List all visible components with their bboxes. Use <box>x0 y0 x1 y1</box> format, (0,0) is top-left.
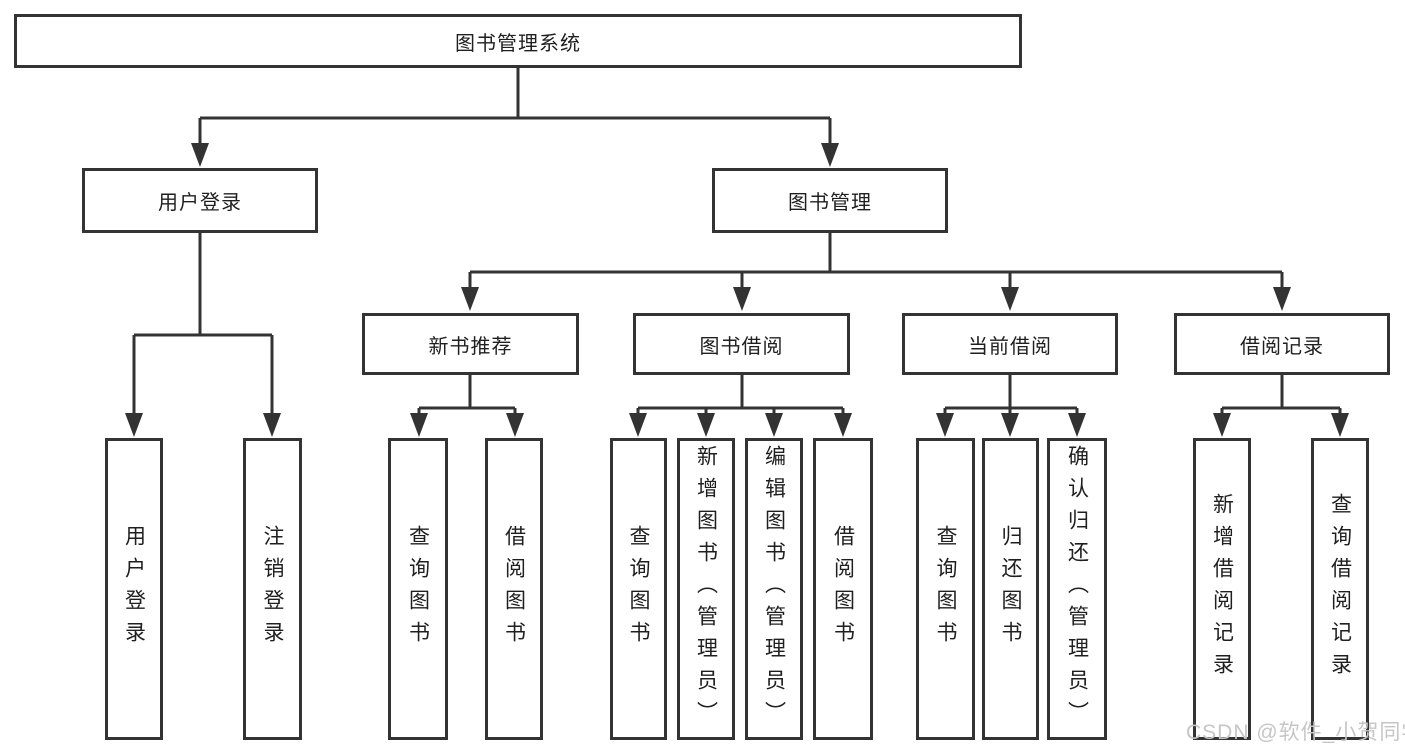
connector-book-borrowing-to-leaves <box>636 375 845 416</box>
leaf-query-borrow-record: 查询借阅记录 <box>1311 438 1369 740</box>
leaf-label: 用户登录 <box>122 525 146 653</box>
connector-root-to-level2 <box>198 68 832 146</box>
leaf-label: 注销登录 <box>261 525 284 653</box>
node-user-login: 用户登录 <box>82 168 318 233</box>
leaf-label: 确认归还（管理员） <box>1065 445 1089 733</box>
leaf-label: 归还图书 <box>999 525 1022 653</box>
leaf-query-books-recommend: 查询图书 <box>388 438 448 740</box>
leaf-label: 查询图书 <box>934 525 957 653</box>
leaf-borrow-books-recommend: 借阅图书 <box>485 438 543 740</box>
node-book-management: 图书管理 <box>712 168 948 233</box>
leaf-add-books-admin: 新增图书（管理员） <box>677 438 735 740</box>
leaf-return-books: 归还图书 <box>982 438 1039 740</box>
leaf-edit-books-admin: 编辑图书（管理员） <box>745 438 803 740</box>
leaf-user-login: 用户登录 <box>105 438 163 740</box>
leaf-label: 借阅图书 <box>502 525 526 653</box>
node-borrowing-records: 借阅记录 <box>1174 313 1390 375</box>
leaf-confirm-return-admin: 确认归还（管理员） <box>1047 438 1107 740</box>
leaf-add-borrow-record: 新增借阅记录 <box>1193 438 1251 740</box>
leaf-logout: 注销登录 <box>243 438 302 740</box>
leaf-label: 新增图书（管理员） <box>694 445 718 733</box>
leaf-label: 借阅图书 <box>831 525 855 653</box>
csdn-watermark: CSDN @软件_小贺同学 <box>1186 721 1405 744</box>
connector-new-book-to-leaves <box>417 375 517 416</box>
leaf-label: 查询图书 <box>627 525 650 653</box>
leaf-label: 编辑图书（管理员） <box>762 445 786 733</box>
connector-current-borrowing-to-leaves <box>943 375 1079 416</box>
leaf-label: 新增借阅记录 <box>1210 493 1234 685</box>
node-book-borrowing: 图书借阅 <box>633 313 850 375</box>
leaf-query-books-borrowing: 查询图书 <box>610 438 667 740</box>
node-current-borrowing: 当前借阅 <box>902 313 1118 375</box>
leaf-query-books-current: 查询图书 <box>916 438 975 740</box>
connector-user-login-to-leaves <box>132 233 274 416</box>
connector-borrow-records-to-leaves <box>1220 375 1342 416</box>
leaf-label: 查询图书 <box>406 525 430 653</box>
leaf-label: 查询借阅记录 <box>1328 493 1352 685</box>
connector-book-mgmt-to-level3 <box>468 232 1284 290</box>
node-new-book-recommend: 新书推荐 <box>362 313 579 375</box>
leaf-borrow-books-borrowing: 借阅图书 <box>813 438 873 740</box>
node-library-management-system: 图书管理系统 <box>14 14 1022 68</box>
